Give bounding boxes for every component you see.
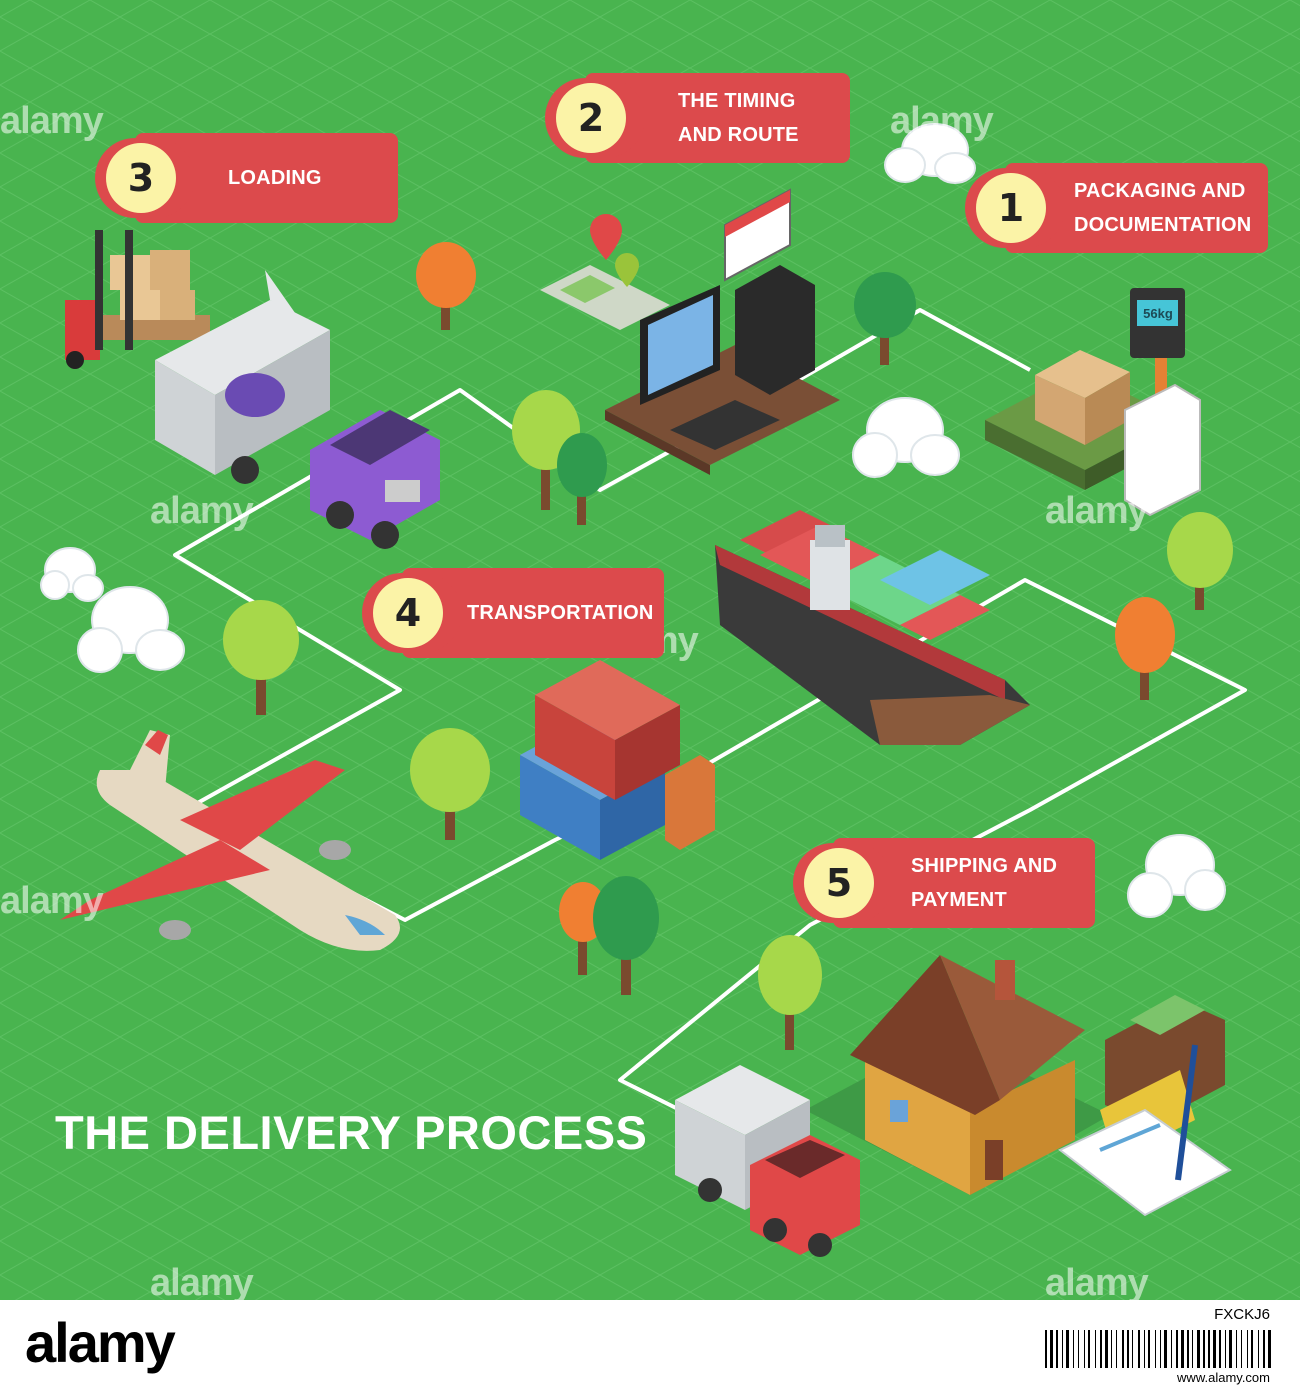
scale-display bbox=[1137, 300, 1178, 326]
step-3-callout: 3 LOADING bbox=[95, 133, 398, 223]
tree-icon bbox=[758, 935, 822, 1050]
step-2-number: 2 bbox=[556, 83, 626, 153]
tree-icon bbox=[1115, 597, 1175, 700]
containers-icon bbox=[520, 660, 715, 860]
calendar-icon bbox=[724, 188, 791, 282]
tree-icon bbox=[416, 242, 476, 330]
step-5-label: SHIPPING AND PAYMENT bbox=[911, 855, 1058, 911]
watermark: alamy bbox=[0, 880, 104, 922]
infographic-canvas: 56kg bbox=[0, 0, 1300, 1300]
step-4-number: 4 bbox=[373, 578, 443, 648]
tree-icon bbox=[593, 876, 659, 995]
cargo-ship-icon bbox=[715, 510, 1030, 745]
tree-icon bbox=[223, 600, 299, 715]
step-1-callout: 1 PACKAGING AND DOCUMENTATION bbox=[965, 163, 1268, 253]
step-4-callout: 4 TRANSPORTATION bbox=[362, 568, 664, 658]
step-2-label: THE TIMING AND ROUTE bbox=[678, 90, 799, 146]
step-3-label: LOADING bbox=[228, 167, 322, 189]
cloud-icon bbox=[77, 586, 185, 673]
watermark: alamy bbox=[150, 490, 254, 532]
footer-bar: alamy FXCKJ6 www.alamy.com bbox=[0, 1300, 1300, 1390]
cloud-icon bbox=[40, 547, 104, 602]
contract-icon bbox=[1058, 1044, 1232, 1217]
delivery-truck-icon bbox=[675, 1065, 860, 1257]
barcode-icon bbox=[1045, 1330, 1271, 1368]
watermark: alamy bbox=[1045, 1262, 1149, 1300]
step-4-label: TRANSPORTATION bbox=[467, 602, 654, 624]
step-1-number: 1 bbox=[976, 173, 1046, 243]
tree-icon bbox=[1167, 512, 1233, 610]
map-icon bbox=[540, 214, 670, 330]
cloud-icon bbox=[884, 123, 976, 184]
tree-icon bbox=[557, 433, 607, 525]
scale-reading: 56kg bbox=[1143, 306, 1173, 321]
house-icon bbox=[805, 955, 1110, 1195]
computer-desk-icon bbox=[605, 265, 840, 475]
tree-icon bbox=[410, 728, 490, 840]
watermark: alamy bbox=[0, 100, 104, 142]
step-2-callout: 2 THE TIMING AND ROUTE bbox=[545, 73, 850, 163]
truck-icon bbox=[155, 270, 440, 549]
step-5-callout: 5 SHIPPING AND PAYMENT bbox=[793, 838, 1095, 928]
step-5-number: 5 bbox=[804, 848, 874, 918]
forklift-icon bbox=[65, 230, 210, 369]
watermark: alamy bbox=[1045, 490, 1149, 532]
airplane-icon bbox=[60, 730, 401, 951]
tree-icon bbox=[854, 272, 916, 365]
step-1-label: PACKAGING AND DOCUMENTATION bbox=[1074, 180, 1252, 236]
watermark: alamy bbox=[890, 100, 994, 142]
footer-logo: alamy bbox=[25, 1311, 176, 1374]
cloud-icon bbox=[1127, 834, 1226, 918]
footer-image-id: FXCKJ6 bbox=[1214, 1306, 1270, 1323]
page-title: THE DELIVERY PROCESS bbox=[55, 1106, 648, 1159]
watermark: alamy bbox=[150, 1262, 254, 1300]
footer-url: www.alamy.com bbox=[1177, 1370, 1270, 1385]
step-3-number: 3 bbox=[106, 143, 176, 213]
scale-package-icon bbox=[985, 288, 1201, 517]
cloud-icon bbox=[852, 397, 960, 478]
